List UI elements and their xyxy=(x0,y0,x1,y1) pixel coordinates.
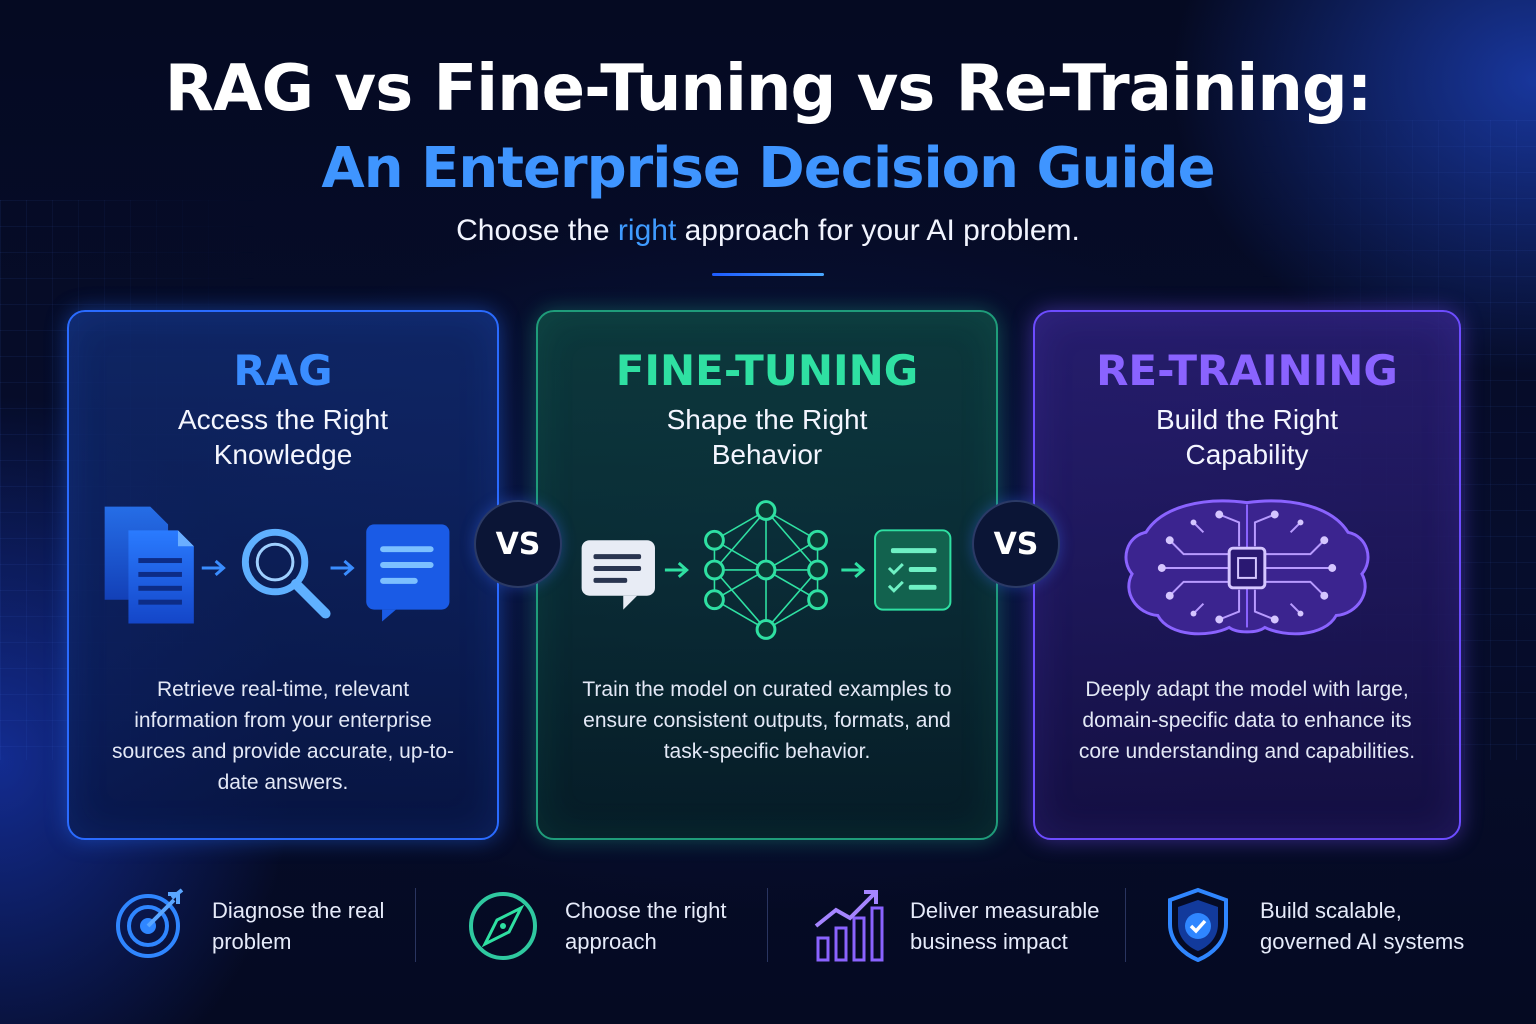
chat-bubble-icon xyxy=(366,524,450,622)
rag-illustration xyxy=(104,506,450,624)
vs-badge: VS xyxy=(972,500,1060,588)
arrow-right-icon xyxy=(201,559,226,577)
compass-icon xyxy=(469,892,537,960)
feature-text: Build scalable, governed AI systems xyxy=(1260,895,1470,957)
card-fine-tuning: FINE-TUNING Shape the Right Behavior xyxy=(536,310,998,840)
card-rag: RAG Access the Right Knowledge xyxy=(67,310,499,840)
card-heading: Build the Right Capability xyxy=(1065,402,1429,472)
feature-text: Choose the right approach xyxy=(565,895,775,957)
card-heading-line: Build the Right xyxy=(1155,404,1339,435)
feature-line: Build scalable, xyxy=(1260,898,1402,923)
magnifier-icon xyxy=(241,528,331,619)
target-icon xyxy=(116,888,184,958)
feature-diagnose: Diagnose the real problem xyxy=(112,880,412,970)
feature-divider xyxy=(1125,888,1126,962)
card-re-training: RE-TRAINING Build the Right Capability xyxy=(1033,310,1461,840)
card-heading: Shape the Right Behavior xyxy=(568,402,966,472)
neural-network-icon xyxy=(704,500,828,640)
card-description: Train the model on curated examples to e… xyxy=(582,678,952,763)
tagline-after: approach for your AI problem. xyxy=(676,214,1080,247)
shield-check-icon xyxy=(1168,887,1228,962)
tagline-highlight: right xyxy=(617,214,677,247)
card-title: RAG xyxy=(233,346,333,395)
feature-line: problem xyxy=(212,929,292,954)
card-title: RE-TRAINING xyxy=(1096,346,1398,395)
title-divider xyxy=(712,273,824,276)
feature-deliver: Deliver measurable business impact xyxy=(810,880,1110,970)
circuit-brain-icon xyxy=(1124,499,1370,636)
card-heading-line: Shape the Right xyxy=(666,404,868,435)
arrow-right-icon xyxy=(841,561,866,579)
tagline: Choose the right approach for your AI pr… xyxy=(0,214,1536,248)
card-description: Deeply adapt the model with large, domai… xyxy=(1078,678,1416,763)
feature-row: Diagnose the real problem Choose the rig… xyxy=(0,880,1536,970)
card-heading-line: Access the Right xyxy=(177,404,389,435)
tagline-before: Choose the xyxy=(456,214,618,247)
arrow-right-icon xyxy=(664,561,689,579)
feature-line: Deliver measurable xyxy=(910,898,1100,923)
message-icon xyxy=(581,540,655,610)
feature-choose: Choose the right approach xyxy=(465,880,765,970)
card-title: FINE-TUNING xyxy=(615,346,919,395)
arrow-right-icon xyxy=(330,559,355,577)
feature-divider xyxy=(415,888,416,962)
page-title: RAG vs Fine-Tuning vs Re-Training: xyxy=(164,52,1373,126)
feature-line: business impact xyxy=(910,929,1068,954)
re-training-illustration xyxy=(1124,499,1370,636)
feature-build: Build scalable, governed AI systems xyxy=(1160,880,1480,970)
feature-line: Choose the right xyxy=(565,898,727,923)
feature-text: Diagnose the real problem xyxy=(212,895,422,957)
feature-divider xyxy=(767,888,768,962)
card-description: Retrieve real-time, relevant information… xyxy=(111,678,455,794)
card-heading: Access the Right Knowledge xyxy=(99,402,467,472)
card-heading-line: Capability xyxy=(1185,439,1309,470)
growth-chart-icon xyxy=(814,890,884,962)
feature-line: governed AI systems xyxy=(1260,929,1465,954)
feature-text: Deliver measurable business impact xyxy=(910,895,1120,957)
page-subtitle: An Enterprise Decision Guide xyxy=(321,136,1215,201)
documents-icon xyxy=(104,506,194,624)
card-heading-line: Knowledge xyxy=(213,439,353,470)
checklist-icon xyxy=(874,529,952,611)
vs-badge: VS xyxy=(474,500,562,588)
feature-line: Diagnose the real xyxy=(212,898,385,923)
card-heading-line: Behavior xyxy=(711,439,823,470)
feature-line: approach xyxy=(565,929,657,954)
fine-tuning-illustration xyxy=(581,500,952,640)
